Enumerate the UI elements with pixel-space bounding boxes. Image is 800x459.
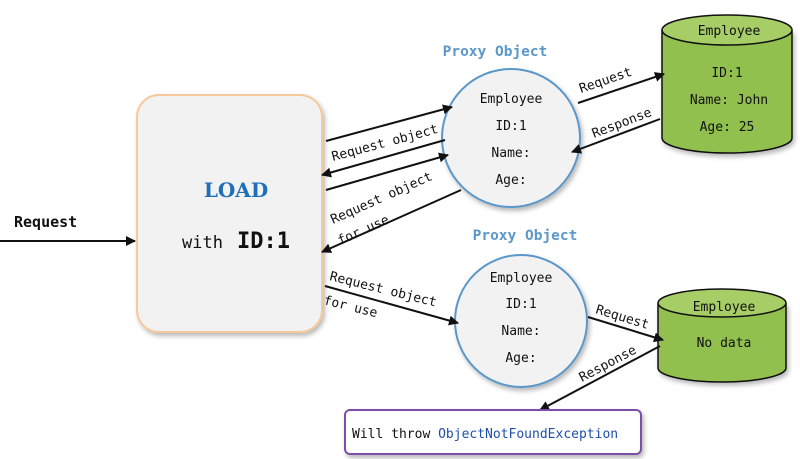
proxy-bottom-line-1: Employee bbox=[490, 271, 553, 286]
database-bottom-title: Employee bbox=[693, 300, 756, 315]
arrow-proxy-bottom-to-db bbox=[587, 316, 664, 343]
load-title: LOAD bbox=[204, 178, 268, 202]
label-request-object: Request object bbox=[330, 122, 440, 165]
label-top-response: Response bbox=[590, 105, 654, 142]
load-with-text: with bbox=[182, 233, 223, 253]
exception-box: Will throw ObjectNotFoundException bbox=[344, 409, 642, 455]
label-top-request: Request bbox=[577, 65, 634, 97]
database-top: Employee ID:1 Name: John Age: 25 bbox=[661, 14, 793, 154]
proxy-top-circle bbox=[441, 68, 581, 208]
proxy-top-title: Proxy Object bbox=[443, 44, 548, 60]
load-box: LOAD with ID:1 bbox=[136, 94, 323, 333]
arrow-load-to-proxy-top bbox=[325, 104, 453, 142]
database-bottom: Employee No data bbox=[657, 288, 787, 383]
label-bottom-request-object-line2: for use bbox=[322, 293, 379, 321]
exception-text: Will throw ObjectNotFoundException bbox=[352, 427, 618, 442]
arrow-load-to-proxy-top-use bbox=[325, 152, 449, 191]
proxy-top-line-4: Age: bbox=[495, 173, 526, 188]
exception-prefix: Will throw bbox=[352, 427, 438, 442]
exception-name: ObjectNotFoundException bbox=[438, 427, 618, 442]
arrow-proxy-top-to-load bbox=[321, 139, 446, 178]
database-top-body bbox=[661, 30, 793, 154]
arrow-proxy-top-to-db bbox=[577, 72, 665, 104]
proxy-object-bottom: Proxy Object Employee ID:1 Name: Age: bbox=[454, 228, 588, 388]
arrow-proxy-top-to-load-use bbox=[321, 189, 462, 253]
arrow-db-to-exception bbox=[539, 345, 661, 411]
database-top-line-2: Name: John bbox=[690, 93, 768, 108]
proxy-top-line-2: ID:1 bbox=[495, 119, 526, 134]
proxy-bottom-line-3: Name: bbox=[501, 324, 540, 339]
proxy-top-line-1: Employee bbox=[480, 92, 543, 107]
database-bottom-line-1: No data bbox=[697, 336, 752, 351]
label-bottom-response: Response bbox=[577, 343, 639, 386]
load-id-text: ID:1 bbox=[237, 229, 290, 254]
proxy-bottom-title: Proxy Object bbox=[473, 228, 578, 244]
exception-box-shape bbox=[344, 409, 642, 455]
database-bottom-body bbox=[657, 303, 787, 383]
database-top-line-1: ID:1 bbox=[711, 66, 742, 81]
arrow-db-to-proxy-top bbox=[571, 118, 661, 154]
database-top-title: Employee bbox=[698, 24, 761, 39]
database-bottom-lid bbox=[657, 288, 787, 318]
proxy-object-top: Proxy Object Employee ID:1 Name: Age: bbox=[441, 44, 581, 208]
load-box-shape bbox=[136, 94, 323, 333]
database-top-lid bbox=[661, 14, 793, 46]
proxy-bottom-line-2: ID:1 bbox=[505, 297, 536, 312]
load-with-id: with ID:1 bbox=[182, 229, 290, 254]
arrow-load-to-proxy-bottom bbox=[324, 285, 459, 326]
proxy-bottom-line-4: Age: bbox=[505, 351, 536, 366]
proxy-top-line-3: Name: bbox=[491, 146, 530, 161]
incoming-request-label: Request bbox=[14, 213, 77, 231]
database-top-line-3: Age: 25 bbox=[700, 120, 755, 135]
